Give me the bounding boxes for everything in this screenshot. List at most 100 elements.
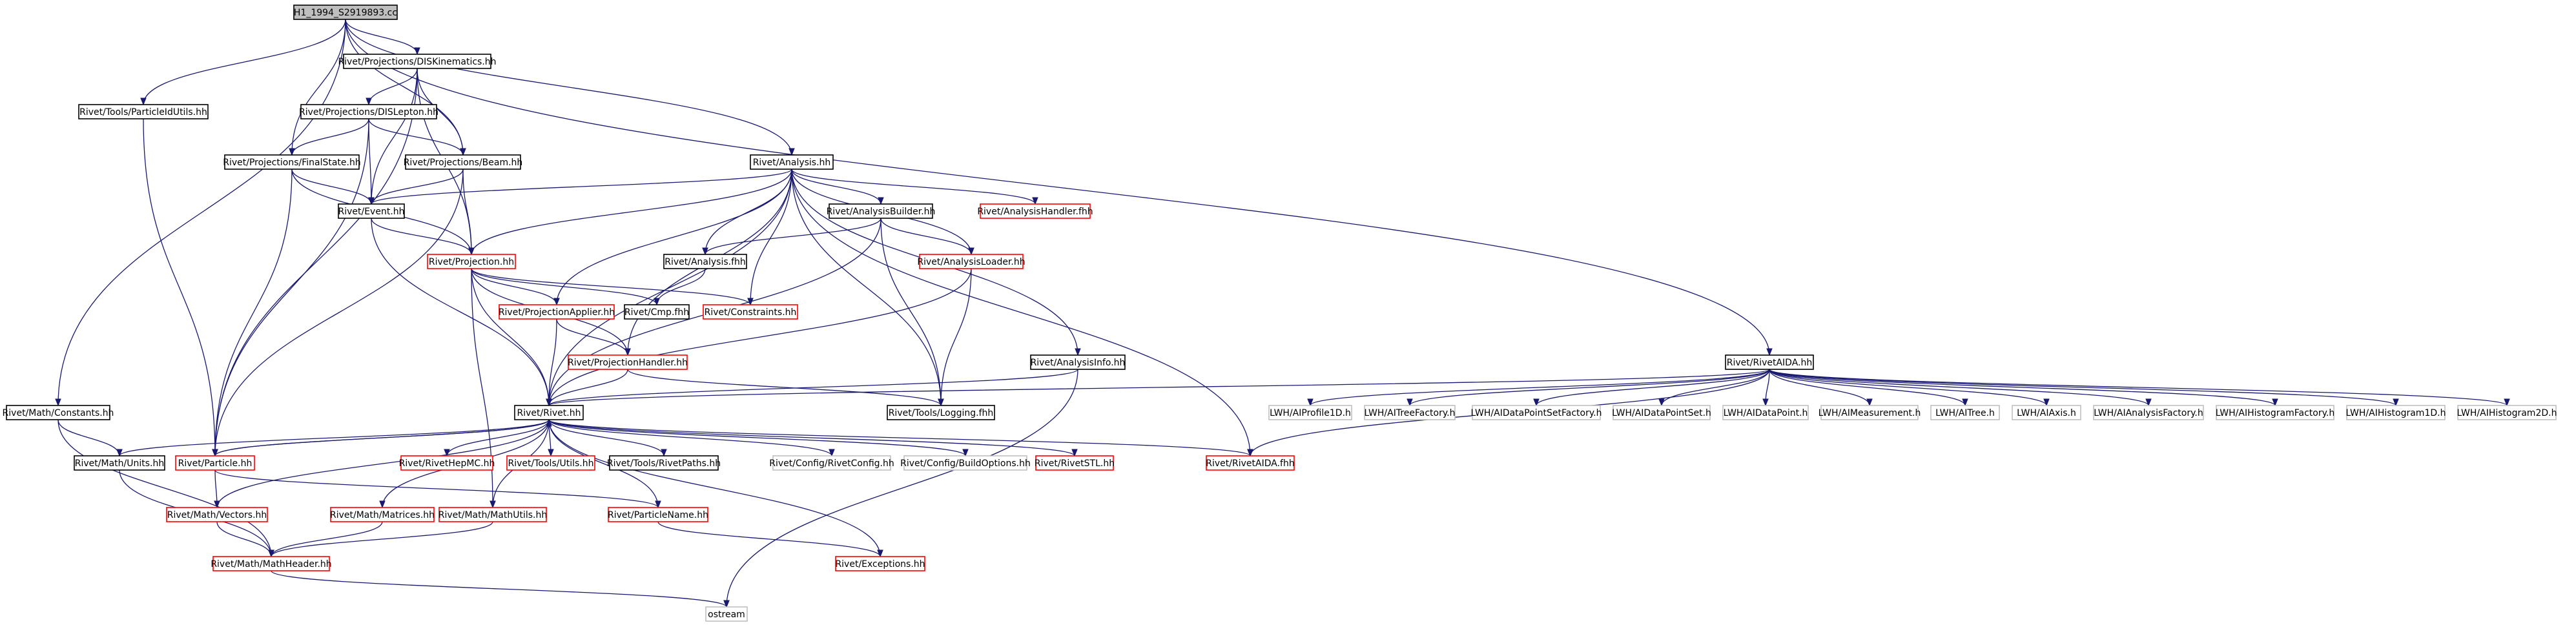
node-box-dpsfact	[1472, 405, 1601, 420]
node-units[interactable]: Rivet/Math/Units.hh	[74, 455, 165, 471]
node-tutils[interactable]: Rivet/Tools/Utils.hh	[506, 455, 595, 471]
node-raida[interactable]: Rivet/RivetAIDA.hh	[1725, 354, 1814, 370]
node-abuilder[interactable]: Rivet/AnalysisBuilder.hh	[827, 203, 936, 219]
edge-beam-to-particle	[214, 169, 464, 456]
arrowhead-raida-to-meas	[1866, 398, 1873, 407]
node-box-h1d	[2346, 405, 2446, 420]
edge-fs-to-event	[291, 169, 372, 205]
node-afhh[interactable]: Rivet/Analysis.fhh	[663, 254, 747, 269]
arrowhead-phandler-to-logging	[938, 398, 944, 407]
node-box-mheader	[212, 556, 330, 571]
node-pname[interactable]: Rivet/ParticleName.hh	[608, 507, 708, 522]
node-box-constants	[6, 405, 110, 420]
node-label-afhh: Rivet/Analysis.fhh	[665, 257, 746, 267]
node-rpaths[interactable]: Rivet/Tools/RivetPaths.hh	[607, 455, 721, 471]
edge-projection-to-constraints	[471, 268, 751, 305]
node-mathutils[interactable]: Rivet/Math/MathUtils.hh	[438, 507, 548, 522]
node-ostream: ostream	[705, 606, 748, 622]
node-profile1d: LWH/AIProfile1D.h	[1268, 405, 1352, 420]
node-mheader[interactable]: Rivet/Math/MathHeader.hh	[211, 556, 332, 571]
node-logging[interactable]: Rivet/Tools/Logging.fhh	[887, 405, 995, 420]
node-tree: LWH/AITree.h	[1930, 405, 2000, 420]
arrowhead-root-to-constants	[55, 398, 61, 407]
arrowhead-raida-to-h1d	[2393, 398, 2399, 407]
node-projection[interactable]: Rivet/Projection.hh	[427, 254, 516, 269]
edge-ainfo-to-rivet	[548, 369, 1078, 406]
edge-mathutils-to-mheader	[271, 521, 493, 557]
node-constraints[interactable]: Rivet/Constraints.hh	[703, 304, 798, 320]
node-box-dps	[1613, 405, 1711, 420]
node-label-event: Rivet/Event.hh	[338, 207, 404, 217]
node-constants[interactable]: Rivet/Math/Constants.hh	[3, 405, 114, 420]
node-label-profile1d: LWH/AIProfile1D.h	[1270, 408, 1351, 418]
node-cmp[interactable]: Rivet/Cmp.fhh	[624, 304, 690, 320]
arrowhead-analysis-to-event	[368, 197, 375, 205]
node-rivet[interactable]: Rivet/Rivet.hh	[514, 405, 584, 420]
node-hepmc[interactable]: Rivet/RivetHepMC.hh	[399, 455, 495, 471]
node-box-axis	[2012, 405, 2081, 420]
node-exceptions[interactable]: Rivet/Exceptions.hh	[835, 556, 925, 571]
node-label-mathutils: Rivet/Math/MathUtils.hh	[438, 510, 548, 520]
edge-phandler-to-logging	[627, 369, 942, 406]
node-box-hfact	[2216, 405, 2334, 420]
node-aloader[interactable]: Rivet/AnalysisLoader.hh	[917, 254, 1025, 269]
arrowhead-rivet-to-rconfig	[829, 449, 835, 457]
arrowhead-dis-to-disl	[366, 97, 372, 106]
edge-analysis-to-abuilder	[791, 169, 881, 205]
node-label-bopts: Rivet/Config/BuildOptions.hh	[900, 458, 1031, 469]
node-event[interactable]: Rivet/Event.hh	[338, 203, 405, 219]
node-analysis[interactable]: Rivet/Analysis.hh	[750, 154, 834, 170]
edge-pidu-to-particle	[143, 118, 216, 456]
node-box-disl	[300, 104, 437, 119]
node-stl[interactable]: Rivet/RivetSTL.hh	[1035, 455, 1115, 471]
edge-projection-to-papplier	[471, 268, 557, 305]
node-pidu[interactable]: Rivet/Tools/ParticleIdUtils.hh	[78, 104, 209, 119]
arrowhead-mheader-to-ostream	[723, 600, 730, 608]
arrowhead-particle-to-vectors	[214, 500, 220, 509]
node-box-hepmc	[400, 455, 493, 471]
node-beam[interactable]: Rivet/Projections/Beam.hh	[404, 154, 523, 170]
node-fs[interactable]: Rivet/Projections/FinalState.hh	[223, 154, 361, 170]
edge-rivet-to-pname	[548, 419, 659, 508]
node-label-stl: Rivet/RivetSTL.hh	[1035, 458, 1115, 469]
edge-vectors-to-mheader	[216, 521, 272, 557]
node-h2d: LWH/AIHistogram2D.h	[2457, 405, 2557, 420]
edge-rivet-to-rconfig	[548, 419, 832, 456]
arrowhead-analysis-to-ainfo	[1075, 348, 1081, 356]
node-box-root	[293, 5, 398, 20]
node-dis[interactable]: Rivet/Projections/DISKinematics.hh	[338, 54, 497, 69]
edge-abuilder-to-logging	[880, 218, 942, 406]
arrowhead-disl-to-fs	[289, 148, 295, 156]
node-ainfo[interactable]: Rivet/AnalysisInfo.hh	[1030, 354, 1126, 370]
arrowhead-raida-to-tree	[1962, 398, 1968, 407]
node-ahandler[interactable]: Rivet/AnalysisHandler.fhh	[977, 203, 1093, 219]
edge-abuilder-to-afhh	[705, 218, 881, 255]
node-box-raida	[1725, 354, 1814, 370]
arrowhead-root-to-dis	[414, 47, 420, 56]
node-particle[interactable]: Rivet/Particle.hh	[175, 455, 255, 471]
node-box-aloader	[919, 254, 1024, 269]
node-label-mheader: Rivet/Math/MathHeader.hh	[211, 559, 331, 569]
node-label-constants: Rivet/Math/Constants.hh	[3, 408, 114, 418]
node-label-ainfo: Rivet/AnalysisInfo.hh	[1031, 358, 1126, 368]
node-box-tree	[1930, 405, 2000, 420]
node-box-vectors	[166, 507, 268, 522]
node-vectors[interactable]: Rivet/Math/Vectors.hh	[166, 507, 268, 522]
node-aidafhh[interactable]: Rivet/RivetAIDA.fhh	[1206, 455, 1295, 471]
node-papplier[interactable]: Rivet/ProjectionApplier.hh	[499, 304, 615, 320]
node-matrices[interactable]: Rivet/Math/Matrices.hh	[330, 507, 435, 522]
edge-event-to-rivet	[371, 218, 550, 406]
arrowhead-analysis-to-abuilder	[878, 197, 884, 205]
arrowhead-pname-to-exceptions	[877, 549, 883, 558]
node-box-particle	[175, 455, 255, 471]
edge-disl-to-event	[368, 118, 372, 205]
node-root[interactable]: H1_1994_S2919893.cc	[293, 5, 398, 20]
node-disl[interactable]: Rivet/Projections/DISLepton.hh	[299, 104, 438, 119]
edge-analysis-to-constraints	[750, 169, 792, 305]
node-label-rconfig: Rivet/Config/RivetConfig.hh	[769, 458, 894, 469]
arrowhead-raida-to-h2d	[2504, 398, 2510, 407]
node-phandler[interactable]: Rivet/ProjectionHandler.hh	[568, 354, 688, 370]
node-box-ahandler	[980, 203, 1091, 219]
edge-particle-to-rivet	[214, 419, 550, 456]
edge-papplier-to-rivet	[548, 318, 557, 406]
